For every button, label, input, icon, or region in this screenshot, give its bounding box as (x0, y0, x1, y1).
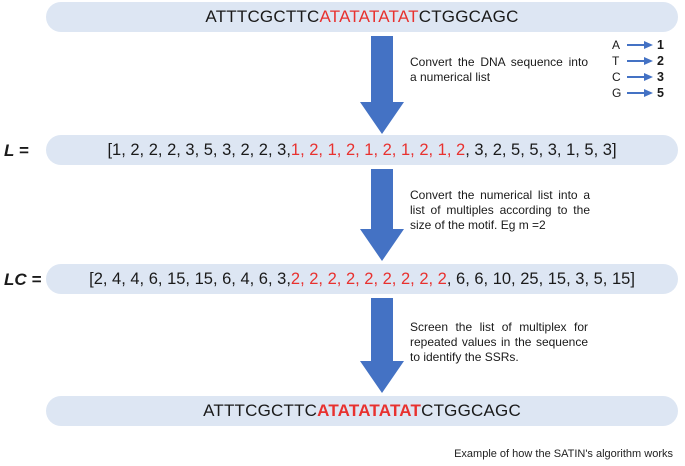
legend-row-t: T 2 (612, 54, 664, 68)
multiples-list-before: 2, 4, 4, 6, 15, 15, 6, 4, 6, 3, (93, 269, 291, 288)
output-sequence-motif: ATATATATAT (317, 401, 422, 420)
input-sequence-suffix: CTGGCAGC (418, 7, 519, 26)
legend-row-a: A 1 (612, 38, 664, 52)
multiples-list-motif: 2, 2, 2, 2, 2, 2, 2, 2, 2 (290, 269, 447, 288)
input-sequence-prefix: ATTTCGCTTC (205, 7, 320, 26)
right-arrow-icon (627, 41, 653, 49)
numerical-list-close: ] (611, 140, 617, 159)
step-2-text: Convert the numerical list into a list o… (410, 188, 590, 232)
numerical-list-motif: 1, 2, 1, 2, 1, 2, 1, 2, 1, 2 (290, 140, 466, 159)
nucleotide-legend: A 1 T 2 C 3 G 5 (612, 38, 682, 100)
multiples-list-after: , 6, 6, 10, 25, 15, 3, 5, 15 (446, 269, 631, 288)
down-arrow-3-icon (360, 298, 404, 393)
output-sequence-prefix: ATTTCGCTTC (203, 401, 318, 420)
right-arrow-icon (627, 89, 653, 97)
output-sequence-suffix: CTGGCAGC (421, 401, 521, 420)
numerical-list-before: 1, 2, 2, 2, 3, 5, 3, 2, 2, 3, (112, 140, 291, 159)
down-arrow-2-icon (360, 169, 404, 261)
input-sequence-motif: ATATATATAT (319, 7, 419, 26)
legend-number: 3 (657, 70, 664, 84)
lc-label: LC = (4, 270, 42, 289)
right-arrow-icon (627, 73, 653, 81)
legend-number: 1 (657, 38, 664, 52)
multiples-list-box: [2, 4, 4, 6, 15, 15, 6, 4, 6, 3, 2, 2, 2… (46, 264, 678, 294)
legend-number: 2 (657, 54, 664, 68)
multiples-list-close: ] (630, 269, 635, 288)
legend-letter: T (612, 54, 620, 68)
legend-letter: A (612, 38, 621, 52)
legend-number: 5 (657, 86, 664, 100)
l-label: L = (4, 141, 29, 160)
down-arrow-1-icon (360, 36, 404, 134)
figure-caption: Example of how the SATIN's algorithm wor… (454, 448, 673, 460)
numerical-list-open: [ (107, 140, 113, 159)
legend-letter: C (612, 70, 621, 84)
numerical-list-box: [1, 2, 2, 2, 3, 5, 3, 2, 2, 3, 1, 2, 1, … (46, 135, 678, 165)
multiples-list-open: [ (89, 269, 94, 288)
numerical-list-after: , 3, 2, 5, 5, 3, 1, 5, 3 (465, 140, 612, 159)
legend-row-g: G 5 (612, 86, 664, 100)
right-arrow-icon (627, 57, 653, 65)
step-3-text: Screen the list of multiplex for repeate… (410, 320, 588, 364)
legend-letter: G (612, 86, 622, 100)
legend-row-c: C 3 (612, 70, 664, 84)
step-1-text: Convert the DNA sequence into a numerica… (410, 55, 588, 84)
